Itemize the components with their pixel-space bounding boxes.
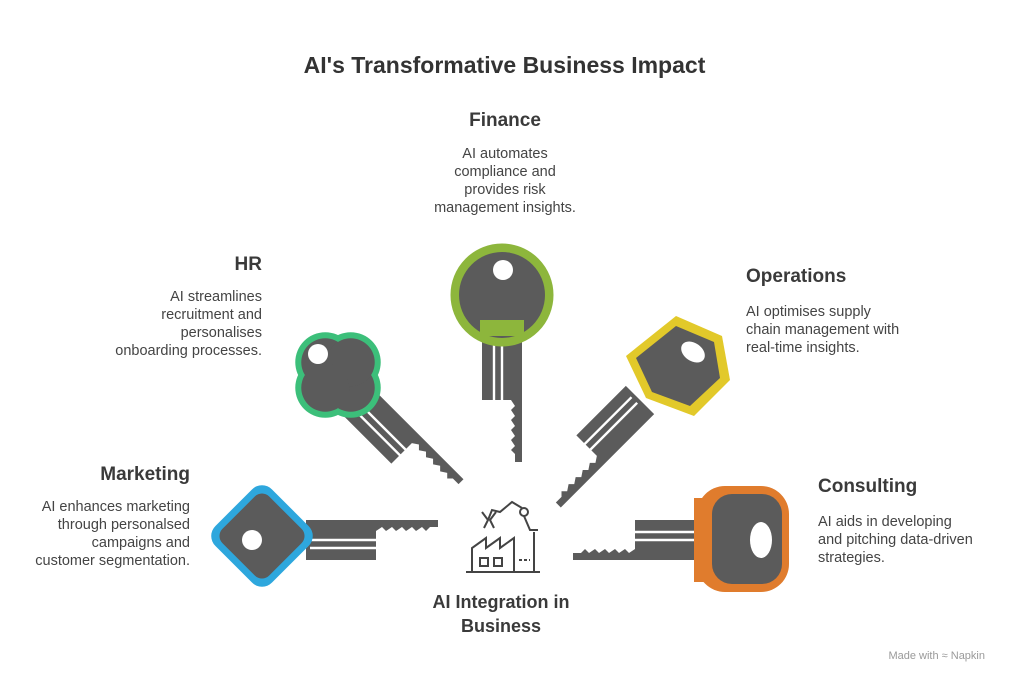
finance-key-icon — [450, 243, 554, 464]
marketing-heading: Marketing — [100, 464, 190, 485]
marketing-text-line: campaigns and — [91, 535, 190, 551]
center-label: AI Integration in Business — [432, 592, 570, 636]
diagram-title: AI's Transformative Business Impact — [303, 52, 706, 78]
operations-heading: Operations — [746, 266, 847, 287]
consulting-heading: Consulting — [818, 476, 918, 497]
marketing-description: AI enhances marketing through personalse… — [10, 498, 190, 570]
operations-text-line: AI optimises supply — [746, 304, 871, 320]
consulting-text-line: strategies. — [818, 550, 885, 566]
factory-robot-arm-icon — [466, 500, 540, 573]
consulting-text-line: and pitching data-driven — [818, 532, 973, 548]
consulting-text-line: AI aids in developing — [818, 514, 952, 530]
hr-text-line: onboarding processes. — [115, 343, 262, 359]
hr-description: AI streamlines recruitment and personali… — [62, 288, 262, 360]
operations-text-line: real-time insights. — [746, 340, 860, 356]
finance-heading: Finance — [469, 110, 541, 131]
made-with-text: Made with — [888, 650, 939, 662]
finance-text-line: AI automates — [462, 146, 548, 162]
napkin-brand-text: Napkin — [950, 650, 985, 662]
consulting-key-icon — [571, 486, 789, 592]
finance-text-line: management insights. — [434, 200, 576, 216]
marketing-text-line: through personalsed — [57, 517, 190, 533]
hr-key-icon — [295, 332, 465, 509]
operations-key-icon — [531, 316, 730, 509]
finance-description: AI automates compliance and provides ris… — [405, 145, 605, 217]
operations-description: AI optimises supply chain management wit… — [746, 303, 966, 357]
napkin-logo-icon: ≈ — [941, 650, 948, 662]
marketing-text-line: AI enhances marketing — [41, 499, 190, 515]
hr-heading: HR — [234, 254, 262, 275]
made-with-napkin: Made with ≈ Napkin — [888, 650, 985, 662]
marketing-key-icon — [211, 485, 440, 587]
hr-text-line: AI streamlines — [170, 289, 262, 305]
marketing-text-line: customer segmentation. — [35, 553, 190, 569]
operations-text-line: chain management with — [746, 322, 900, 338]
hr-text-line: personalises — [180, 325, 262, 341]
hr-text-line: recruitment and — [161, 307, 262, 323]
finance-text-line: compliance and — [454, 164, 556, 180]
consulting-description: AI aids in developing and pitching data-… — [818, 513, 998, 567]
finance-text-line: provides risk — [464, 182, 546, 198]
